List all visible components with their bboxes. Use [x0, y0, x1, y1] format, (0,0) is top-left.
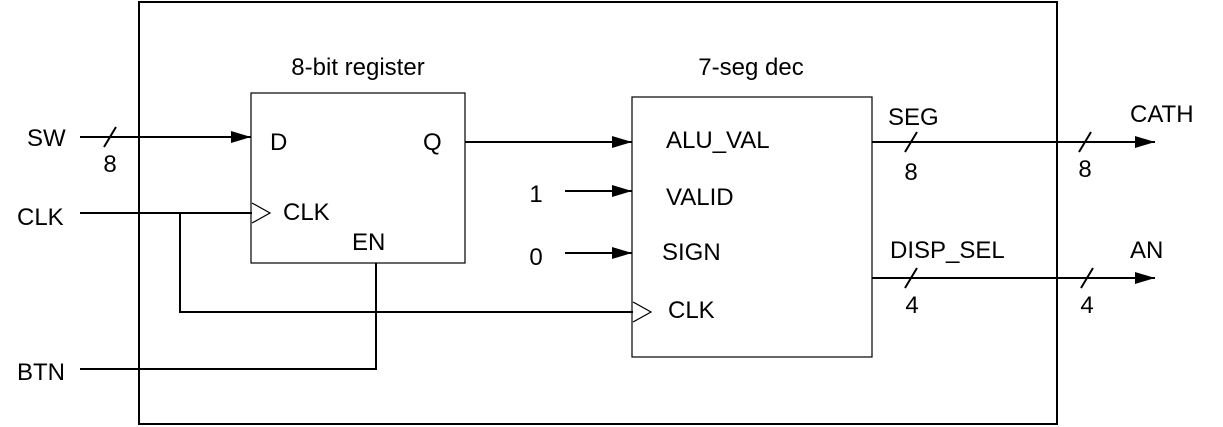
- register-clock-triangle: [251, 202, 272, 224]
- disp-sel-bus-width: 4: [905, 292, 918, 319]
- an-bus-width: 4: [1080, 292, 1093, 319]
- register-port-q: Q: [423, 129, 442, 156]
- register-port-clk: CLK: [283, 199, 330, 226]
- register-port-d: D: [270, 129, 287, 156]
- cath-bus-slash: [1078, 131, 1092, 153]
- decoder-block: [631, 96, 873, 358]
- btn-label: BTN: [17, 359, 65, 386]
- decoder-port-alu-val: ALU_VAL: [666, 127, 770, 154]
- sw-label: SW: [27, 125, 66, 152]
- valid-constant: 1: [529, 181, 542, 208]
- disp-sel-bus-slash: [904, 267, 918, 289]
- seg-bus-width: 8: [904, 159, 917, 186]
- decoder-clock-triangle: [632, 301, 653, 323]
- register-port-en: EN: [352, 229, 385, 256]
- sw-bus-width: 8: [103, 151, 116, 178]
- disp-sel-label: DISP_SEL: [890, 237, 1005, 264]
- decoder-port-valid: VALID: [666, 184, 734, 211]
- cath-bus-width: 8: [1078, 156, 1091, 183]
- cath-label: CATH: [1130, 101, 1194, 128]
- decoder-title: 7-seg dec: [698, 54, 803, 81]
- sw-bus-slash: [103, 126, 117, 148]
- decoder-port-clk: CLK: [668, 297, 715, 324]
- register-title: 8-bit register: [291, 54, 424, 81]
- register-block: [250, 92, 466, 264]
- seg-label: SEG: [888, 104, 939, 131]
- sign-constant: 0: [529, 244, 542, 271]
- decoder-port-sign: SIGN: [662, 239, 721, 266]
- an-label: AN: [1130, 237, 1163, 264]
- seg-bus-slash: [904, 131, 918, 153]
- clk-wire-decoder: [179, 213, 633, 313]
- an-bus-slash: [1080, 267, 1094, 289]
- btn-wire-enable: [80, 263, 377, 370]
- clk-label: CLK: [17, 204, 64, 231]
